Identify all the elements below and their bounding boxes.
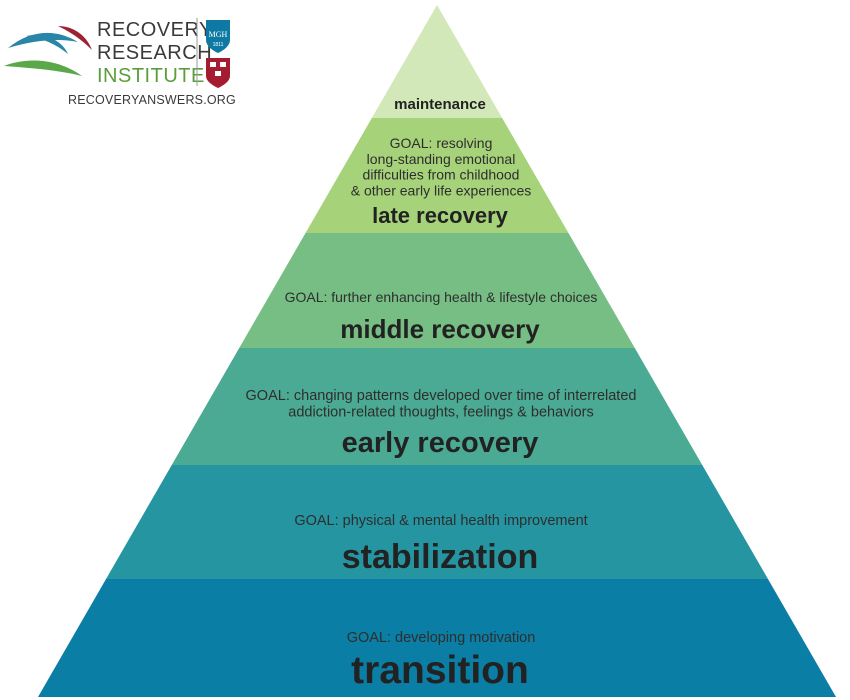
stage-label-transition: transition: [351, 649, 529, 692]
stage-label-middle-recovery: middle recovery: [340, 314, 540, 344]
goal-text-early-recovery: addiction-related thoughts, feelings & b…: [288, 404, 594, 420]
logo-line-institute: INSTITUTE: [97, 65, 205, 87]
leaf-swoosh-icon: [4, 26, 92, 76]
mgh-badge-year: 1811: [213, 42, 224, 48]
goal-text-stabilization: GOAL: physical & mental health improveme…: [294, 513, 587, 529]
logo-line-research: RESEARCH: [97, 42, 212, 64]
stage-label-stabilization: stabilization: [342, 538, 538, 576]
mgh-badge-text: MGH: [209, 30, 228, 39]
goal-text-middle-recovery: GOAL: further enhancing health & lifesty…: [285, 289, 598, 305]
goal-text-late-recovery: long-standing emotional: [367, 151, 516, 167]
tier-late-recovery: [305, 118, 569, 233]
stage-label-maintenance: maintenance: [394, 96, 486, 113]
stage-label-early-recovery: early recovery: [342, 427, 539, 459]
goal-text-late-recovery: GOAL: resolving: [390, 135, 493, 151]
stage-label-late-recovery: late recovery: [372, 203, 509, 228]
goal-text-late-recovery: difficulties from childhood: [363, 167, 520, 183]
harvard-shield-icon: [206, 58, 230, 88]
tier-maintenance: [371, 5, 503, 118]
goal-text-transition: GOAL: developing motivation: [347, 630, 536, 646]
goal-text-late-recovery: & other early life experiences: [351, 182, 532, 198]
goal-text-early-recovery: GOAL: changing patterns developed over t…: [246, 388, 637, 404]
tier-transition: [38, 579, 836, 697]
tier-early-recovery: [171, 348, 703, 465]
logo-url: RECOVERYANSWERS.ORG: [68, 93, 236, 107]
logo-line-recovery: RECOVERY: [97, 19, 213, 41]
tier-stabilization: [106, 465, 768, 579]
recovery-research-institute-logo: RECOVERY RESEARCH INSTITUTE MGH 1811 REC…: [4, 18, 236, 107]
tier-middle-recovery: [239, 233, 635, 348]
mgh-shield-icon: MGH 1811: [206, 20, 230, 53]
